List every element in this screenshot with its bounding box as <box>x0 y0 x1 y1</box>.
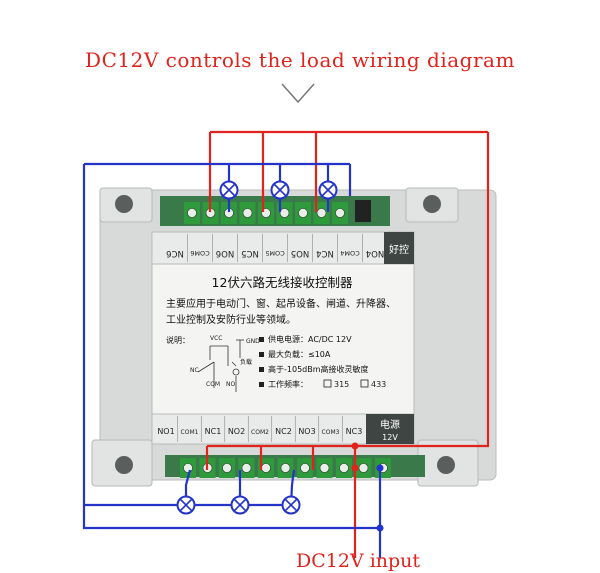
front-label-panel <box>151 231 415 445</box>
lamp-icon <box>270 180 290 200</box>
screw-head <box>298 208 308 218</box>
screw-head <box>300 463 310 473</box>
bottom-terminal-label: COM1 <box>181 429 199 436</box>
bottom-terminal-label: NO1 <box>157 427 174 436</box>
screw-head <box>335 208 345 218</box>
power-positive-terminal <box>351 464 359 472</box>
schematic-sketch <box>197 339 244 392</box>
spec-sensitivity: 高于-105dBm高接收灵敏度 <box>268 364 369 374</box>
power-label: 电源 <box>380 418 400 431</box>
positive-wiring <box>205 130 490 558</box>
spec-bullets <box>259 337 264 387</box>
freq-checkbox-433 <box>360 379 369 388</box>
schematic-no-label: NO <box>226 381 235 388</box>
bottom-terminal-label: NC2 <box>275 427 292 436</box>
top-terminal-label: NO4 <box>366 248 384 258</box>
power-negative-terminal <box>376 464 384 472</box>
screw-head <box>183 463 193 473</box>
screw-head <box>339 463 349 473</box>
screw-head <box>279 208 290 218</box>
bottom-terminal-label: NO3 <box>298 427 315 436</box>
bottom-terminal-label: COM3 <box>322 429 340 436</box>
top-terminal-label: NO5 <box>291 248 309 258</box>
bottom-terminal-label: NO2 <box>228 427 245 436</box>
top-terminal-label: NC5 <box>241 248 259 258</box>
lamp-icon <box>318 180 338 200</box>
freq-checkbox-315 <box>323 379 332 388</box>
brand-logo: 好控 <box>389 243 409 256</box>
description-line-2: 工业控制及安防行业等领域。 <box>166 313 296 326</box>
screw-head <box>187 208 197 218</box>
bottom-terminal-labels: NO1 COM1 NC1 NO2 COM2 NC2 NO3 COM3 NC3 <box>157 416 362 442</box>
chevron-down-icon <box>281 83 315 104</box>
explain-label: 说明： <box>166 335 190 345</box>
top-terminal-label: NC6 <box>166 248 184 258</box>
freq-315: 315 <box>334 380 349 389</box>
description-line-1: 主要应用于电动门、窗、起吊设备、闸道、升降器、 <box>166 297 396 310</box>
screw-head <box>222 463 232 473</box>
screw-head <box>316 208 327 218</box>
positive-junction <box>351 442 359 450</box>
bottom-terminal-label: COM2 <box>251 429 269 436</box>
lamp-icon <box>176 495 196 515</box>
spec-supply: 供电电源：AC/DC 12V <box>268 334 352 344</box>
top-terminal-label: COM6 <box>190 249 209 257</box>
schematic-com-label: COM <box>206 381 220 388</box>
bottom-terminal-label: NC3 <box>346 427 363 436</box>
screw-head <box>242 208 253 218</box>
freq-433: 433 <box>371 380 386 389</box>
power-voltage: 12V <box>382 433 398 442</box>
diagram-title: DC12V controls the load wiring diagram <box>85 48 515 72</box>
screw-head <box>319 463 330 473</box>
dc-input-label: DC12V input <box>296 550 421 572</box>
lamp-icon <box>219 180 239 200</box>
negative-wiring <box>82 162 382 558</box>
load-lamps <box>176 180 338 515</box>
schematic-gnd-label: GND <box>246 338 260 345</box>
bottom-terminal-label: NC1 <box>205 427 222 436</box>
schematic-nc-label: NC <box>190 367 199 374</box>
spec-frequency: 工作频率： <box>268 379 308 389</box>
lamp-icon <box>281 495 301 515</box>
top-terminal-labels: NO4 COM4 NC4 NO5 COM5 NC5 NO6 COM6 NC6 <box>166 234 384 262</box>
product-name: 12伏六路无线接收控制器 <box>212 275 353 290</box>
screw-head <box>241 463 252 473</box>
top-terminal-label: NO6 <box>216 248 234 258</box>
schematic-vcc-label: VCC <box>210 335 222 342</box>
negative-junction <box>376 524 384 532</box>
screw-head <box>261 463 271 473</box>
screw-head <box>280 463 291 473</box>
schematic-load-label: 负载 <box>240 358 252 366</box>
top-terminal-label: COM5 <box>265 249 284 257</box>
spec-max-load: 最大负载：≤10A <box>268 349 331 359</box>
top-terminal-label: COM4 <box>340 249 359 257</box>
screw-head <box>358 463 369 473</box>
top-terminal-block <box>184 202 348 224</box>
lamp-icon <box>230 495 250 515</box>
bottom-terminal-block <box>180 458 391 478</box>
top-terminal-label: NC4 <box>316 248 334 258</box>
